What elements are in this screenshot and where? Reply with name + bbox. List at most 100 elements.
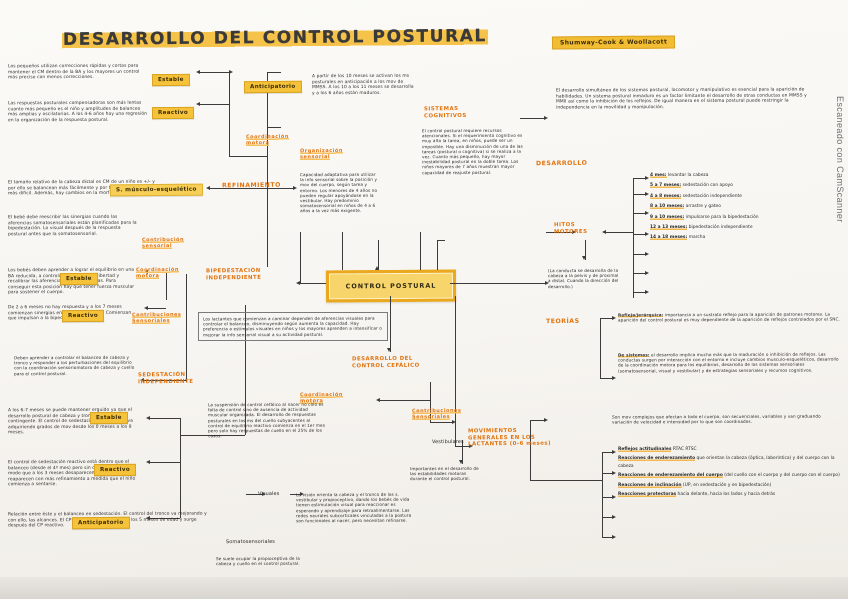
hito-edad: 9 a 10 meses: [650,214,685,220]
musculo-esqueletico-label[interactable]: S. músculo-esquelético [109,176,203,197]
teoria-sistemas: De sistemas: el desarrollo implica mucho… [617,351,839,374]
connector [420,232,421,270]
connector [430,422,452,423]
contribuciones-sensoriales-label-left[interactable]: Contribuciones Sensoriales [131,311,182,325]
reactivo-label-2[interactable]: Reactivo [61,302,105,323]
desarrollo-cefalico-label[interactable]: DESARROLLO DEL CONTROL CEFÁLICO [351,355,420,369]
arrow [146,459,150,464]
connector [437,240,438,270]
reactivo-label-3[interactable]: Reactivo [93,456,137,477]
connector [600,318,601,378]
connector [148,308,166,309]
connector [180,435,245,436]
central-node-control-postural[interactable]: CONTROL POSTURAL [325,269,457,303]
connector [633,178,634,298]
anticipatorio-note-text: Deben aprender a controlar el balanceo d… [13,354,135,376]
refinamiento-label[interactable]: REFINAMIENTO [221,181,281,190]
movimientos-generales-label[interactable]: MOVIMIENTOS GENERALES EN LOS LACTANTES (… [467,427,552,448]
teoria-refleja: Refleja/jerárquica: importancia a un sus… [617,311,840,323]
hito-texto: sedestación independiente [681,193,742,199]
hitos-motores-label[interactable]: HITOS MOTORES [553,222,588,235]
connector [546,232,572,233]
arrow [229,69,233,74]
teorias-label[interactable]: TEORÍAS [545,317,580,326]
hito-texto: arrastre y gateo [684,204,721,210]
hito-item: 14 a 18 meses: marcha [650,234,840,242]
hito-texto: impulsarse para la bipedestación [684,214,759,220]
sedestacion-independiente-label[interactable]: SEDESTACIÓN INDEPENDIENTE [137,371,194,385]
hito-edad: 5 a 7 meses: [650,183,682,189]
arrow [196,69,200,74]
reactivo-label-1[interactable]: Reactivo [151,99,195,120]
arrow [602,229,606,234]
connector [150,418,180,419]
connector [585,240,586,260]
movimiento-label: Reacciones de enderezamiento [618,456,696,462]
connector [186,274,187,382]
hito-texto: levantar la cabeza [666,173,709,178]
connector [267,127,281,128]
connector [450,283,545,284]
hito-edad: 12 a 13 meses: [650,224,688,230]
anticipatorio-top-label[interactable]: Anticipatorio [243,73,302,94]
estable-label-3[interactable]: Estable [89,404,128,425]
connector [229,72,230,156]
anticipatorio-top-text: A partir de los 10 meses se activan los … [311,73,414,97]
movimiento-sub: (del cuello con el cuerpo y del cuerpo c… [722,473,840,479]
page-title: DESARROLLO DEL CONTROL POSTURAL [61,26,489,50]
movimiento-item: Reacciones protectoras hacia delante, ha… [618,491,842,499]
estable-text-1: Los pequeños utilizan correcciones rápid… [7,63,140,81]
movimiento-sub: RTSC [683,447,697,452]
arrow [582,256,587,260]
somatosensoriales-text: Se suele ocupar la propioceptiva de la c… [215,555,300,567]
coordinacion-motora-label-mid[interactable]: Coordinación motora [245,133,289,147]
connector [602,452,603,538]
contribuciones-sensoriales-cefalico-label[interactable]: Contribuciones Sensoriales [411,407,462,421]
connector [245,305,246,435]
hito-item: 5 a 7 meses: sedestación con apoyo [650,182,840,190]
movimientos-intro-text: Son mov complejos que afectan a todo el … [611,413,821,425]
anticipatorio-label[interactable]: Anticipatorio [71,509,130,530]
reactivo-text-1: Las respuestas posturales compensadoras … [7,100,148,124]
estable-label-2[interactable]: Estable [59,265,98,286]
connector [210,188,267,189]
arrow [375,266,380,270]
arrow [296,280,300,285]
connector [530,420,531,480]
hito-item: 4 mes: levantar la cabeza [650,172,840,180]
hito-edad: 4 a 8 meses: [650,193,682,199]
connector [430,382,431,422]
bipedestacion-independiente-label[interactable]: BIPEDESTACIÓN INDEPENDIENTE [205,267,262,282]
connector [606,232,633,233]
coordinacion-motora-label-left[interactable]: Coordinación motora [135,266,179,280]
arrow [144,305,148,310]
movimiento-sub: que orientan la cabeza (óptica, laberínt… [618,456,835,470]
connector [180,418,181,518]
organizacion-sensorial-label[interactable]: Organización sensorial [299,147,343,161]
central-node-label: CONTROL POSTURAL [345,281,437,291]
hito-texto: sedestación con apoyo [681,183,733,189]
hito-texto: bipedestación independiente [687,224,753,230]
connector [267,197,268,267]
hitos-motores-note: (La conducta se desarrolla de la cabeza … [547,267,619,289]
arrow [293,185,297,190]
movimiento-sub: hacia delante, hacia los lados y hacia d… [676,491,776,497]
connector [267,72,281,73]
movimiento-sub: (UP, en sedestación y en bipedestación) [681,482,772,488]
contribucion-sensorial-label[interactable]: Contribución sensorial [141,236,185,250]
arrow [387,348,392,352]
connector [144,380,186,381]
movimiento-item: Reacciones de inclinación (UP, en sedest… [618,482,842,490]
contribucion-sensorial-text: El bebé debe reescribir las sinergias cu… [7,214,137,238]
estable-label-1[interactable]: Estable [151,66,190,87]
organizacion-sensorial-text: Capacidad adaptativa para utilizar la in… [299,171,378,214]
arrow [146,515,150,520]
desarrollo-label[interactable]: DESARROLLO [535,159,588,168]
somatosensoriales-label[interactable]: Somatosensoriales [225,538,275,546]
connector [380,400,430,401]
movimiento-sub: RTAC [671,447,684,452]
sistemas-cognitivos-label[interactable]: SISTEMAS COGNITIVOS [423,106,467,119]
connector [455,296,456,446]
connector [166,272,167,300]
